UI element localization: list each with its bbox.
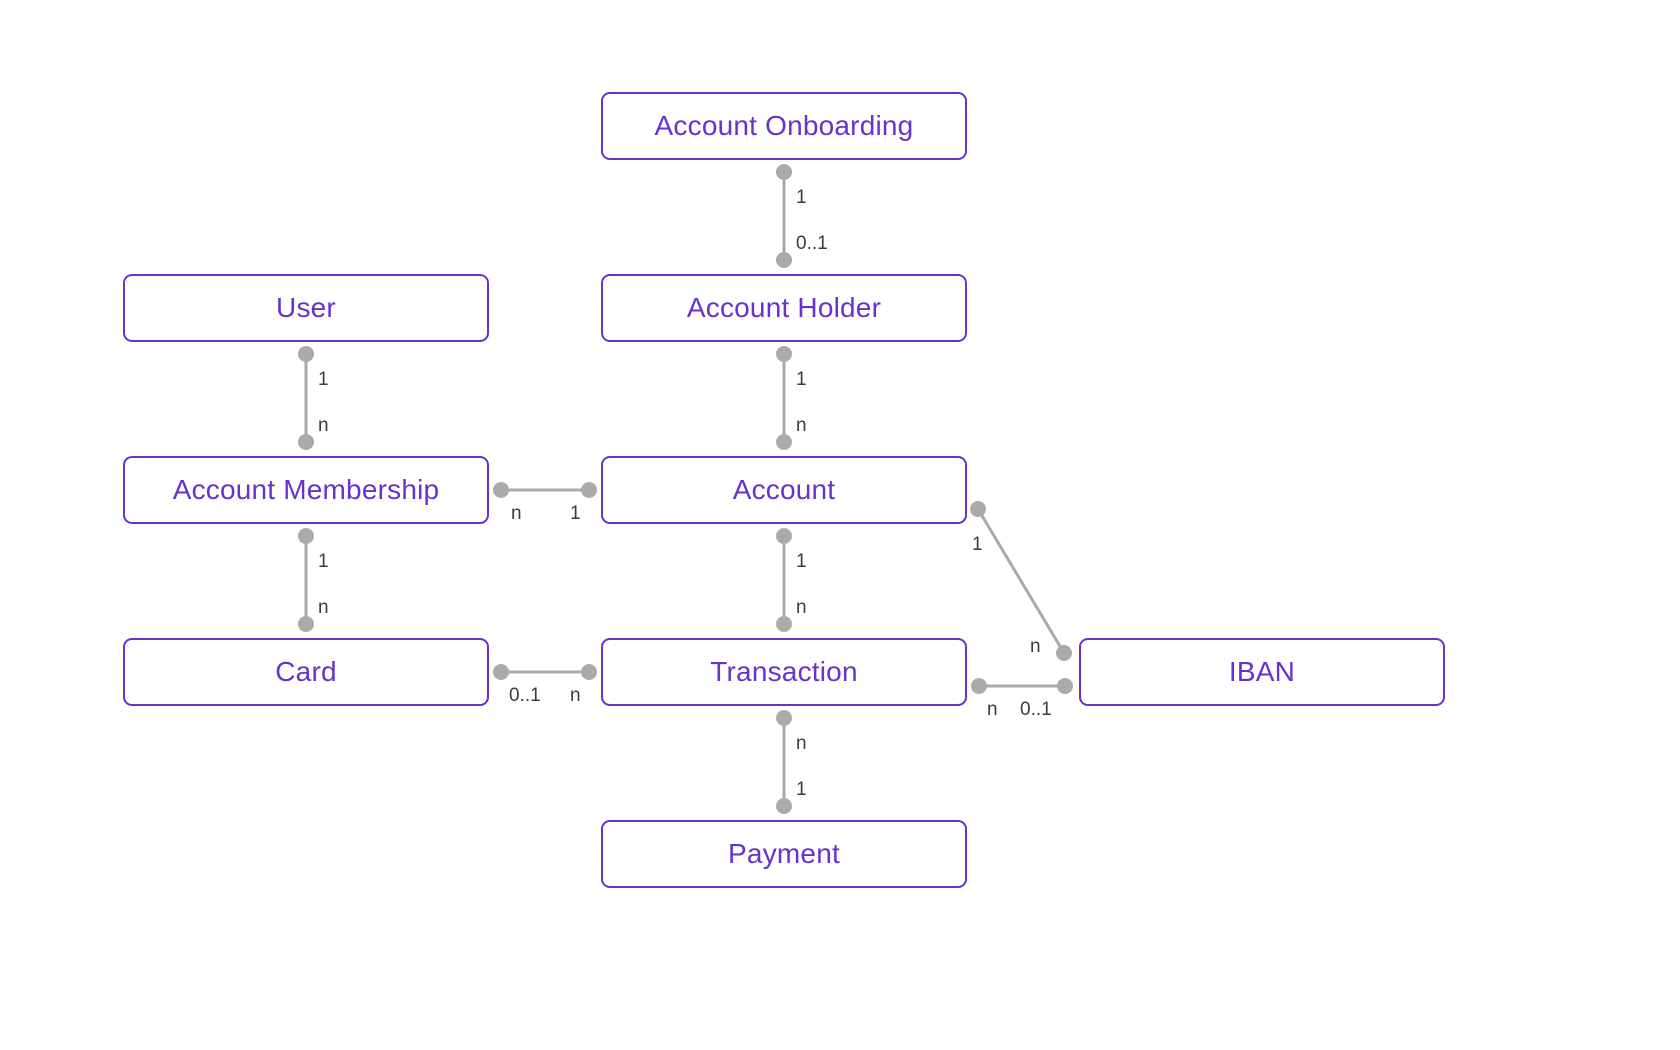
relationship-edge (776, 346, 792, 450)
relationship-edge (298, 346, 314, 450)
cardinality-label-to: n (796, 415, 807, 436)
relationship-endpoint-dot (298, 616, 314, 632)
relationship-edge (970, 501, 1072, 661)
relationship-endpoint-dot (776, 710, 792, 726)
relationship-endpoint-dot (970, 501, 986, 517)
relationship-line (976, 507, 1066, 655)
entity-node-account[interactable]: Account (601, 456, 967, 524)
entity-label: Payment (728, 838, 840, 869)
entity-node-card[interactable]: Card (123, 638, 489, 706)
cardinality-label-from: 1 (972, 534, 983, 555)
cardinality-label-from: 1 (796, 369, 807, 390)
cardinality-label-to: n (318, 597, 329, 618)
entity-label: Account Membership (172, 474, 440, 505)
relationship-edge (776, 528, 792, 632)
relationship-endpoint-dot (493, 482, 509, 498)
entity-node-iban[interactable]: IBAN (1079, 638, 1445, 706)
relationship-endpoint-dot (776, 528, 792, 544)
relationship-endpoint-dot (298, 434, 314, 450)
relationship-endpoint-dot (776, 252, 792, 268)
relationship-edge (493, 482, 597, 498)
cardinality-label-to: n (1030, 636, 1041, 657)
relationship-endpoint-dot (776, 434, 792, 450)
relationship-endpoint-dot (1057, 678, 1073, 694)
cardinality-label-from: 1 (318, 551, 329, 572)
relationship-endpoint-dot (776, 616, 792, 632)
cardinality-label-to: 1 (570, 503, 581, 524)
relationship-endpoint-dot (493, 664, 509, 680)
entity-label: Transaction (710, 656, 858, 687)
relationship-endpoint-dot (1056, 645, 1072, 661)
entity-node-account-membership[interactable]: Account Membership (123, 456, 489, 524)
relationship-endpoint-dot (971, 678, 987, 694)
cardinality-label-from: n (796, 733, 807, 754)
relationship-endpoint-dot (776, 798, 792, 814)
cardinality-label-from: 1 (796, 187, 807, 208)
cardinality-label-to: n (318, 415, 329, 436)
cardinality-label-to: n (570, 685, 581, 706)
cardinality-label-to: n (796, 597, 807, 618)
relationship-edge (776, 710, 792, 814)
cardinality-label-to: 1 (796, 779, 807, 800)
entity-node-account-holder[interactable]: Account Holder (601, 274, 967, 342)
entity-label: Account (732, 474, 836, 505)
cardinality-label-from: n (511, 503, 522, 524)
entity-label: User (276, 292, 336, 323)
relationship-endpoint-dot (298, 346, 314, 362)
relationship-endpoint-dot (581, 664, 597, 680)
cardinality-label-to: 0..1 (1020, 699, 1052, 720)
entity-node-payment[interactable]: Payment (601, 820, 967, 888)
cardinality-label-from: 1 (796, 551, 807, 572)
relationship-endpoint-dot (776, 164, 792, 180)
relationship-edge (971, 678, 1073, 694)
relationship-edge (493, 664, 597, 680)
relationship-endpoint-dot (298, 528, 314, 544)
relationship-endpoint-dot (581, 482, 597, 498)
relationship-endpoint-dot (776, 346, 792, 362)
cardinality-label-from: 0..1 (509, 685, 541, 706)
entity-node-user[interactable]: User (123, 274, 489, 342)
entity-label: Card (275, 656, 337, 687)
cardinality-label-from: n (987, 699, 998, 720)
relationship-edge (298, 528, 314, 632)
entity-label: Account Holder (686, 292, 882, 323)
entity-label: IBAN (1228, 656, 1296, 687)
cardinality-label-to: 0..1 (796, 233, 828, 254)
entity-node-account-onboarding[interactable]: Account Onboarding (601, 92, 967, 160)
relationship-edge (776, 164, 792, 268)
entity-label: Account Onboarding (654, 110, 914, 141)
cardinality-label-from: 1 (318, 369, 329, 390)
entity-node-transaction[interactable]: Transaction (601, 638, 967, 706)
